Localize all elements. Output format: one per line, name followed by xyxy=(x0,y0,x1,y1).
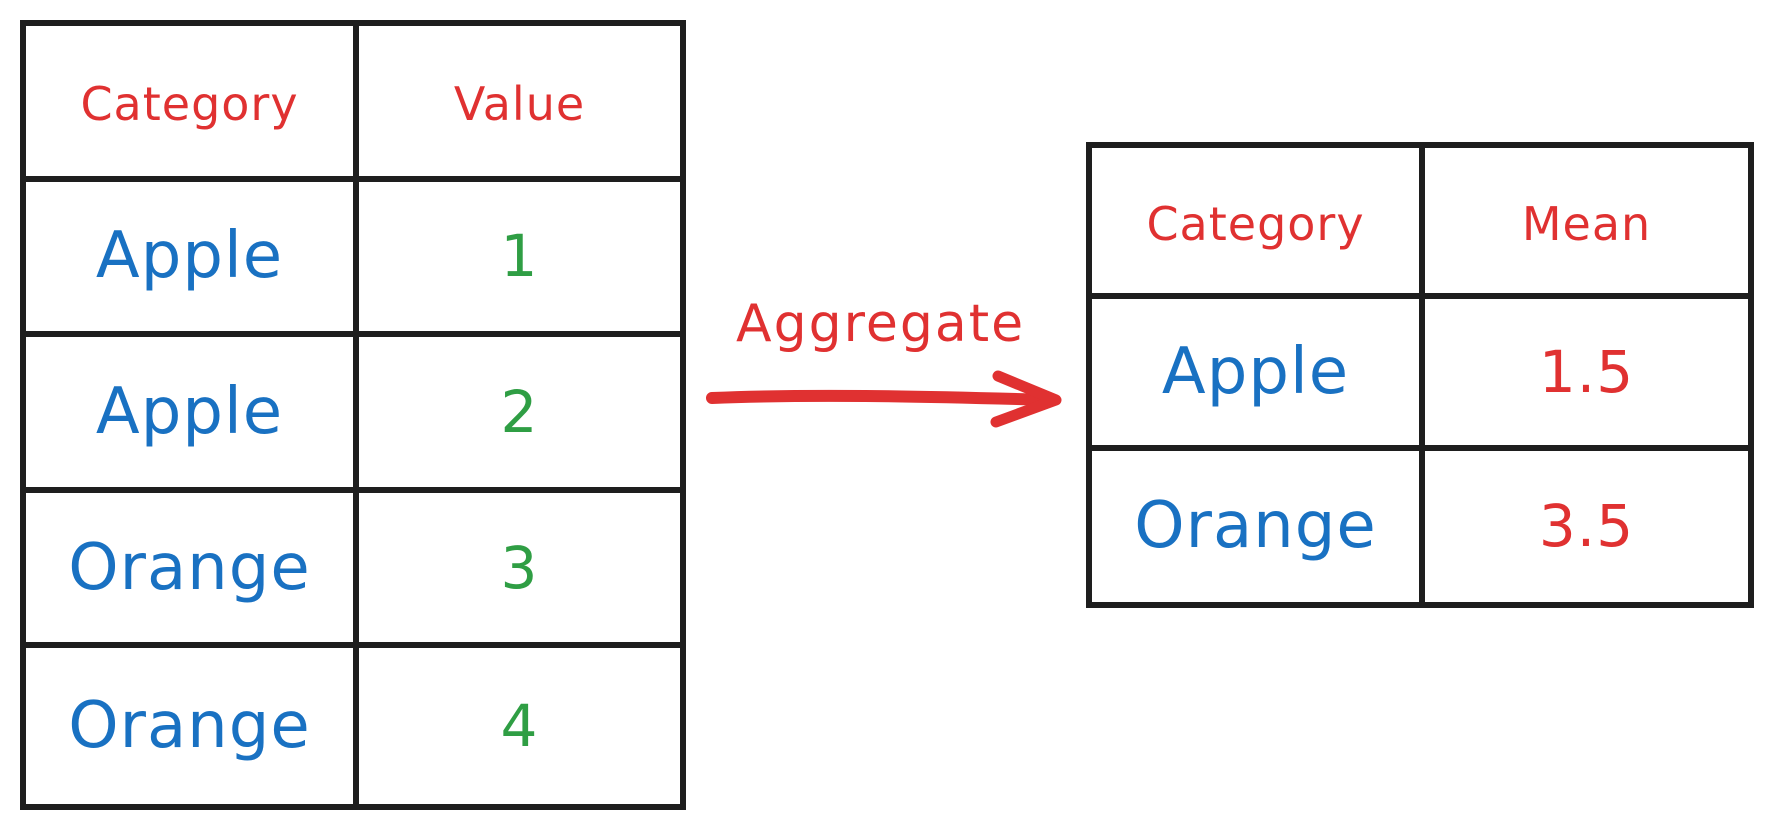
source-cell-category: Orange xyxy=(26,648,359,804)
result-header-category: Category xyxy=(1092,148,1425,300)
result-cell-mean: 1.5 xyxy=(1425,299,1748,451)
source-header-value: Value xyxy=(359,26,680,182)
result-header-mean: Mean xyxy=(1425,148,1748,300)
source-cell-value: 2 xyxy=(359,337,680,493)
result-table: Category Mean Apple 1.5 Orange 3.5 xyxy=(1086,142,1754,608)
aggregate-arrow: Aggregate xyxy=(700,280,1080,440)
source-cell-value: 3 xyxy=(359,493,680,649)
result-cell-mean: 3.5 xyxy=(1538,492,1635,561)
arrow-right-icon xyxy=(706,370,1062,428)
source-cell-value: 4 xyxy=(500,692,539,761)
result-cell-category: Apple xyxy=(1092,299,1425,451)
source-cell-category: Apple xyxy=(26,337,359,493)
aggregate-label: Aggregate xyxy=(736,294,1026,354)
source-table: Category Value Apple 1 Apple 2 Orange 3 … xyxy=(20,20,686,810)
source-cell-category: Orange xyxy=(26,492,359,649)
result-cell-category: Orange xyxy=(1092,450,1425,602)
source-cell-category: Apple xyxy=(26,181,359,338)
source-header-category: Category xyxy=(26,26,359,182)
source-cell-value: 1 xyxy=(359,182,680,338)
